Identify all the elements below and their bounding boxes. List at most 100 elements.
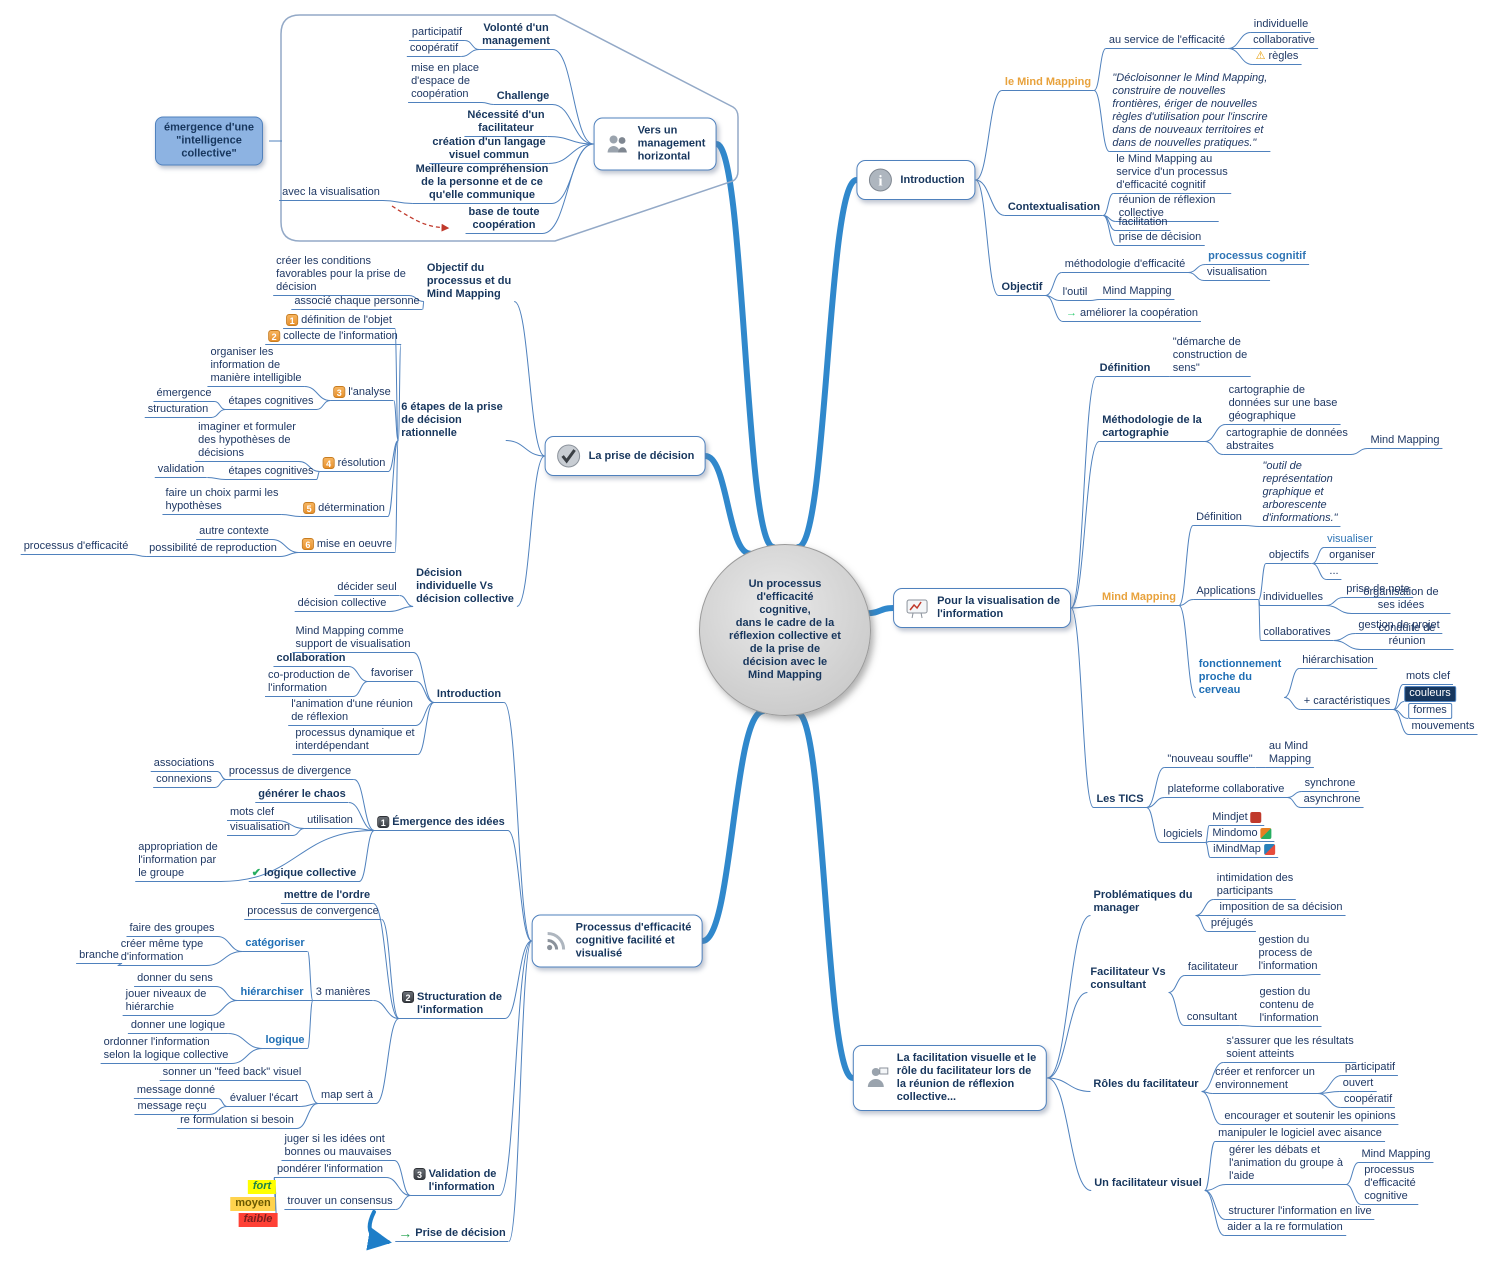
- topic[interactable]: collaborative: [1250, 34, 1318, 49]
- topic[interactable]: synchrone: [1301, 777, 1359, 792]
- main-topic-management[interactable]: Vers un management horizontal: [593, 117, 717, 171]
- topic[interactable]: gestion du contenu de l'information: [1256, 986, 1322, 1027]
- topic[interactable]: gestion de projet: [1355, 619, 1443, 634]
- weight-faible[interactable]: faible: [238, 1213, 278, 1227]
- topic[interactable]: mettre de l'ordre: [280, 889, 374, 904]
- topic[interactable]: juger si les idées ont bonnes ou mauvais…: [281, 1133, 395, 1161]
- topic[interactable]: Les TICS: [1093, 793, 1147, 808]
- topic[interactable]: coopératif: [406, 42, 462, 57]
- topic[interactable]: processus d'efficacité cognitive: [1361, 1164, 1419, 1205]
- topic[interactable]: cartographie de données abstraites: [1223, 427, 1351, 455]
- topic[interactable]: "nouveau souffle": [1164, 753, 1256, 768]
- topic[interactable]: gérer les débats et l'animation du group…: [1225, 1144, 1347, 1185]
- topic[interactable]: autre contexte: [196, 525, 272, 540]
- topic[interactable]: mots clef: [226, 806, 278, 821]
- topic[interactable]: Définition: [1193, 511, 1245, 526]
- topic[interactable]: donner du sens: [134, 972, 216, 987]
- topic[interactable]: organiser: [1326, 549, 1378, 564]
- topic[interactable]: cartographie de données sur une base géo…: [1225, 384, 1341, 425]
- topic[interactable]: créer même type d'information: [117, 938, 207, 966]
- topic[interactable]: iMindMap: [1210, 843, 1278, 858]
- topic[interactable]: Mind Mapping: [1099, 285, 1175, 300]
- topic[interactable]: 6 étapes de la prise de décision rationn…: [398, 401, 506, 441]
- topic[interactable]: émergence: [153, 387, 215, 402]
- topic[interactable]: Facilitateur Vs consultant: [1087, 966, 1168, 993]
- topic[interactable]: Objectif du processus et du Mind Mapping: [424, 262, 514, 302]
- topic[interactable]: étapes cognitives: [225, 465, 317, 480]
- topic[interactable]: "Décloisonner le Mind Mapping, construir…: [1109, 72, 1271, 152]
- topic[interactable]: donner une logique: [127, 1019, 229, 1034]
- topic[interactable]: prise de décision: [1115, 231, 1205, 246]
- topic[interactable]: →Prise de décision: [395, 1226, 509, 1242]
- topic[interactable]: au Mind Mapping: [1265, 740, 1315, 768]
- topic[interactable]: processus de divergence: [225, 765, 355, 780]
- topic[interactable]: processus dynamique et interdépendant: [292, 727, 418, 755]
- topic[interactable]: le Mind Mapping: [1001, 76, 1095, 91]
- topic[interactable]: Contextualisation: [1004, 201, 1104, 216]
- topic[interactable]: au service de l'efficacité: [1105, 34, 1229, 49]
- topic[interactable]: créer les conditions favorables pour la …: [273, 255, 409, 296]
- topic[interactable]: objectifs: [1265, 549, 1313, 564]
- topic[interactable]: collaboration: [273, 652, 349, 667]
- topic[interactable]: →améliorer la coopération: [1062, 307, 1202, 322]
- topic[interactable]: associé chaque personne: [291, 295, 423, 310]
- topic[interactable]: Challenge: [493, 90, 553, 105]
- topic[interactable]: co-production de l'information: [265, 669, 353, 697]
- topic[interactable]: individuelles: [1260, 591, 1326, 606]
- topic[interactable]: structurer l'information en live: [1225, 1205, 1375, 1220]
- topic[interactable]: imaginer et formuler des hypothèses de d…: [195, 421, 299, 462]
- topic[interactable]: ...: [1326, 565, 1342, 580]
- topic[interactable]: structuration: [144, 403, 212, 418]
- topic[interactable]: organiser les information de manière int…: [207, 346, 305, 387]
- topic[interactable]: faire des groupes: [126, 922, 218, 937]
- topic[interactable]: Décision individuelle Vs décision collec…: [413, 567, 517, 607]
- topic[interactable]: Mind Mapping: [1358, 1148, 1434, 1163]
- topic[interactable]: Mindomo: [1209, 827, 1275, 842]
- topic[interactable]: branche: [76, 949, 122, 964]
- topic[interactable]: Applications: [1193, 585, 1259, 600]
- topic[interactable]: l'outil: [1059, 286, 1091, 301]
- topic[interactable]: Problématiques du manager: [1090, 889, 1195, 916]
- topic[interactable]: fonctionnement proche du cerveau: [1196, 658, 1285, 698]
- topic[interactable]: visualisation: [227, 821, 293, 836]
- topic[interactable]: asynchrone: [1300, 793, 1364, 808]
- topic[interactable]: Meilleure compréhension de la personne e…: [412, 163, 552, 204]
- topic[interactable]: encourager et soutenir les opinions: [1221, 1110, 1399, 1125]
- topic[interactable]: Mindjet: [1209, 811, 1265, 826]
- central-topic[interactable]: Un processus d'efficacité cognitive, dan…: [699, 544, 871, 716]
- topic[interactable]: décider seul: [334, 581, 400, 596]
- topic[interactable]: coopératif: [1340, 1093, 1396, 1108]
- topic[interactable]: création d'un langage visuel commun: [429, 136, 549, 164]
- topic[interactable]: participatif: [1341, 1061, 1399, 1076]
- topic[interactable]: processus de convergence: [244, 905, 382, 920]
- weight-moyen[interactable]: moyen: [230, 1197, 276, 1211]
- topic[interactable]: créer et renforcer un environnement: [1212, 1066, 1318, 1094]
- topic[interactable]: générer le chaos: [255, 788, 349, 803]
- topic[interactable]: favoriser: [367, 667, 417, 682]
- topic[interactable]: sonner un "feed back" visuel: [159, 1066, 305, 1081]
- topic[interactable]: étapes cognitives: [225, 395, 317, 410]
- topic[interactable]: s'assurer que les résultats soient attei…: [1223, 1035, 1357, 1063]
- topic[interactable]: logiciels: [1160, 828, 1206, 843]
- topic[interactable]: Mind Mapping comme support de visualisat…: [292, 625, 414, 653]
- topic[interactable]: participatif: [408, 26, 466, 41]
- topic[interactable]: Définition: [1096, 362, 1154, 377]
- topic[interactable]: hiérarchiser: [237, 986, 307, 1001]
- topic[interactable]: re formulation si besoin: [177, 1114, 297, 1129]
- topic[interactable]: base de toute coopération: [465, 206, 543, 234]
- topic[interactable]: collaboratives: [1260, 626, 1334, 641]
- topic[interactable]: message reçu: [134, 1100, 210, 1115]
- topic[interactable]: organisation de ses idées: [1351, 586, 1451, 614]
- topic[interactable]: le Mind Mapping au service d'un processu…: [1113, 153, 1231, 194]
- topic[interactable]: prise de note: [1343, 583, 1413, 598]
- topic[interactable]: aider a la re formulation: [1224, 1221, 1346, 1236]
- topic[interactable]: utilisation: [304, 814, 356, 829]
- topic[interactable]: facilitateur: [1184, 961, 1242, 976]
